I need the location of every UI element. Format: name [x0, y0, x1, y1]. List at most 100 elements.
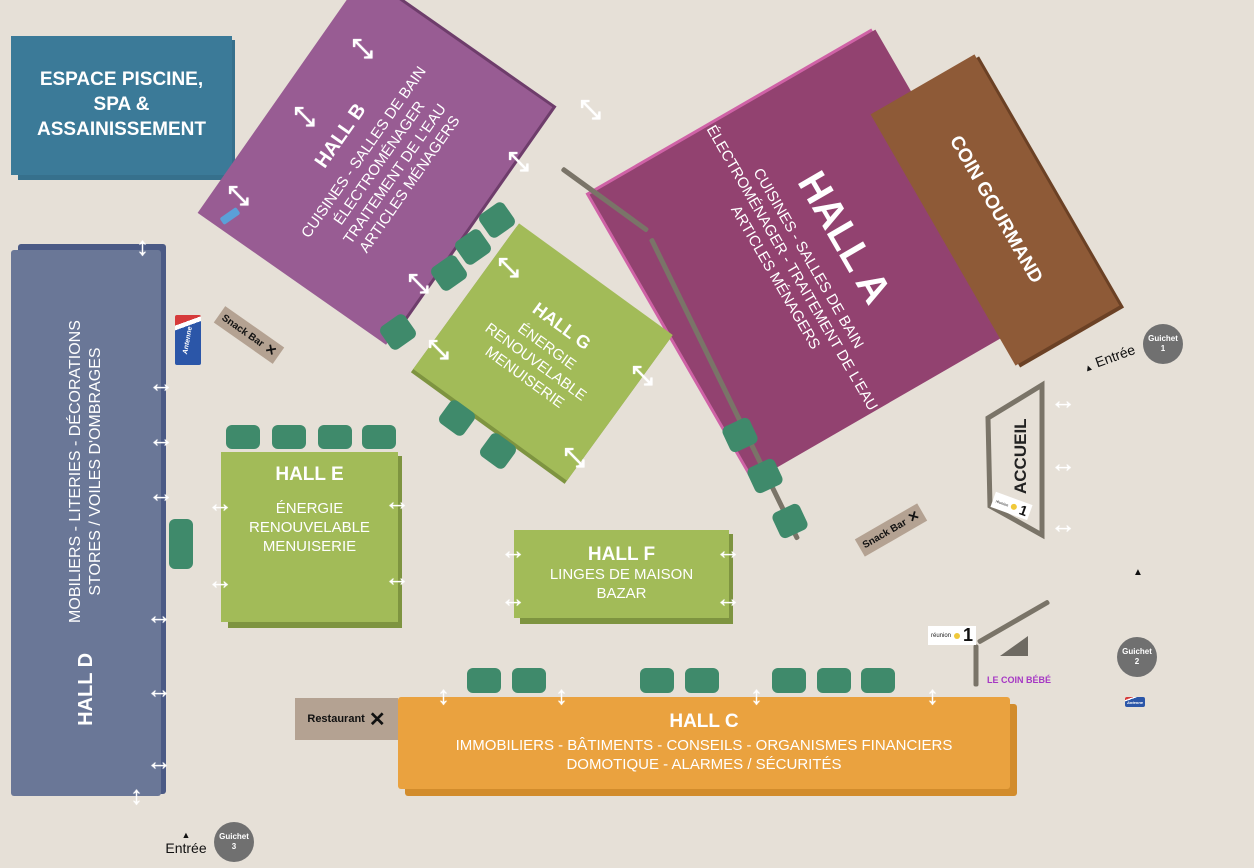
stand[interactable]	[272, 425, 306, 449]
stand[interactable]	[817, 668, 851, 693]
hall-d-line: MOBILIERS - LITERIES - DÉCORATIONS	[67, 320, 85, 623]
entrance-label: Entrée	[165, 840, 207, 856]
arrow-horizontal-icon: ↔	[715, 535, 741, 565]
arrow-diagonal-icon: ⤡	[564, 442, 585, 472]
hall-f-zone[interactable]: HALL F LINGES DE MAISON BAZAR	[514, 530, 729, 618]
antenne-logo-text: Antenne	[1127, 699, 1143, 705]
yellow-dot-icon	[954, 632, 961, 639]
arrow-diagonal-icon: ⤡	[228, 180, 249, 210]
arrow-horizontal-icon: ↔	[1050, 509, 1076, 539]
espace-piscine-line: SPA &	[93, 94, 150, 116]
arrow-diagonal-icon: ⤡	[428, 334, 449, 364]
hall-e-line: MENUISERIE	[262, 537, 357, 555]
arrow-horizontal-icon: ↔	[207, 488, 233, 518]
stand[interactable]	[226, 425, 260, 449]
espace-piscine-line: ASSAINISSEMENT	[37, 118, 206, 140]
arrow-horizontal-icon: ↔	[1050, 448, 1076, 478]
hall-e-zone[interactable]: HALL E ÉNERGIE RENOUVELABLE MENUISERIE	[221, 452, 398, 622]
ramp-triangle-icon	[1000, 636, 1028, 656]
arrow-diagonal-icon: ⤡	[352, 33, 373, 63]
reunion-1-logo: réunion 1	[928, 625, 977, 645]
hall-c-zone[interactable]: HALL C IMMOBILIERS - BÂTIMENTS - CONSEIL…	[398, 697, 1010, 789]
arrow-horizontal-icon: ↔	[207, 565, 233, 595]
stand[interactable]	[772, 668, 806, 693]
guichet-label: Guichet	[1122, 646, 1152, 656]
antenne-logo-text: Antenne	[182, 325, 194, 355]
hall-f-line: BAZAR	[596, 585, 647, 602]
stand[interactable]	[318, 425, 352, 449]
guichet-number: 2	[1134, 657, 1140, 666]
cutlery-icon: ✕	[905, 507, 923, 526]
stand[interactable]	[861, 668, 895, 693]
espace-piscine-line: ESPACE PISCINE,	[39, 69, 204, 91]
coin-bebe-label[interactable]: LE COIN BÉBÉ	[987, 675, 1052, 685]
guichet-label: Guichet	[219, 831, 249, 841]
snack-bar-1[interactable]: Snack Bar ✕	[213, 306, 285, 364]
accueil-zone[interactable]	[980, 380, 1050, 540]
arrow-vertical-icon: ↕	[437, 680, 450, 710]
arrow-vertical-icon: ↕	[750, 680, 763, 710]
stand[interactable]	[169, 519, 193, 569]
cutlery-icon: ✕	[368, 708, 386, 731]
hall-c-title: HALL C	[669, 711, 739, 733]
guichet-1[interactable]: Guichet 1	[1143, 324, 1183, 364]
guichet-label: Guichet	[1148, 333, 1178, 343]
stand[interactable]	[640, 668, 674, 693]
arrow-horizontal-icon: ↔	[148, 423, 174, 453]
stand[interactable]	[685, 668, 719, 693]
hall-c-line: IMMOBILIERS - BÂTIMENTS - CONSEILS - ORG…	[455, 737, 953, 755]
snack-bar-2[interactable]: Snack Bar ✕	[854, 503, 928, 557]
stand[interactable]	[362, 425, 396, 449]
hall-e-line: ÉNERGIE	[275, 500, 344, 517]
hall-f-line: LINGES DE MAISON	[549, 566, 694, 584]
arrow-horizontal-icon: ↔	[715, 583, 741, 613]
arrow-diagonal-icon: ⤡	[632, 360, 653, 390]
arrow-diagonal-icon: ⤡	[508, 146, 529, 176]
hall-e-line: RENOUVELABLE	[249, 518, 370, 536]
reunion-1-number: 1	[1017, 501, 1030, 520]
arrow-vertical-icon: ↕	[555, 680, 568, 710]
arrow-horizontal-icon: ↔	[500, 535, 526, 565]
restaurant[interactable]: Restaurant ✕	[295, 698, 398, 740]
stand[interactable]	[467, 668, 501, 693]
arrow-horizontal-icon: ↔	[146, 746, 172, 776]
restaurant-label: Restaurant	[307, 713, 365, 725]
hall-a-line: ARTICLES MÉNAGERS	[727, 202, 824, 353]
arrow-vertical-icon: ↕	[130, 780, 143, 810]
guichet-3[interactable]: Guichet 3	[214, 822, 254, 862]
reunion-1-number: 1	[963, 625, 974, 645]
hall-d-line: STORES / VOILES D'OMBRAGES	[87, 347, 105, 596]
arrow-horizontal-icon: ↔	[146, 600, 172, 630]
coin-gourmand-label: COIN GOURMAND	[944, 132, 1047, 288]
guichet-number: 3	[231, 842, 237, 851]
guichet-number: 1	[1160, 344, 1166, 353]
triangle-icon: ▲	[1082, 361, 1095, 374]
cutlery-icon: ✕	[262, 340, 280, 360]
entrance-east[interactable]: ▲ Entrée	[1081, 341, 1138, 375]
arrow-horizontal-icon: ↔	[500, 583, 526, 613]
arrow-horizontal-icon: ↔	[148, 478, 174, 508]
accueil-outline	[985, 380, 1045, 540]
arrow-horizontal-icon: ↔	[148, 368, 174, 398]
wall-line	[973, 644, 979, 687]
hall-f-desc: LINGES DE MAISON BAZAR	[550, 566, 693, 604]
hall-d-zone[interactable]: HALL D MOBILIERS - LITERIES - DÉCORATION…	[11, 250, 161, 796]
guichet-2[interactable]: Guichet 2	[1117, 637, 1157, 677]
entrance-label: Entrée	[1092, 341, 1138, 371]
arrow-vertical-icon: ↕	[136, 231, 149, 261]
arrow-diagonal-icon: ⤡	[408, 268, 429, 298]
arrow-diagonal-icon: ⤡	[498, 252, 519, 282]
triangle-icon: ▲	[1133, 567, 1143, 578]
antenne-logo: Antenne	[175, 315, 201, 365]
entrance-south[interactable]: ▲ Entrée	[163, 830, 209, 856]
antenne-logo: Antenne	[1125, 697, 1145, 707]
triangle-icon: ▲	[181, 830, 191, 840]
arrow-horizontal-icon: ↔	[1050, 385, 1076, 415]
hall-d-title: HALL D	[74, 652, 97, 726]
yellow-dot-icon	[1010, 503, 1019, 511]
espace-piscine-zone[interactable]: ESPACE PISCINE, SPA & ASSAINISSEMENT	[11, 36, 232, 175]
stand[interactable]	[770, 501, 810, 541]
stand[interactable]	[512, 668, 546, 693]
arrow-horizontal-icon: ↔	[146, 674, 172, 704]
arrow-vertical-icon: ↕	[926, 680, 939, 710]
